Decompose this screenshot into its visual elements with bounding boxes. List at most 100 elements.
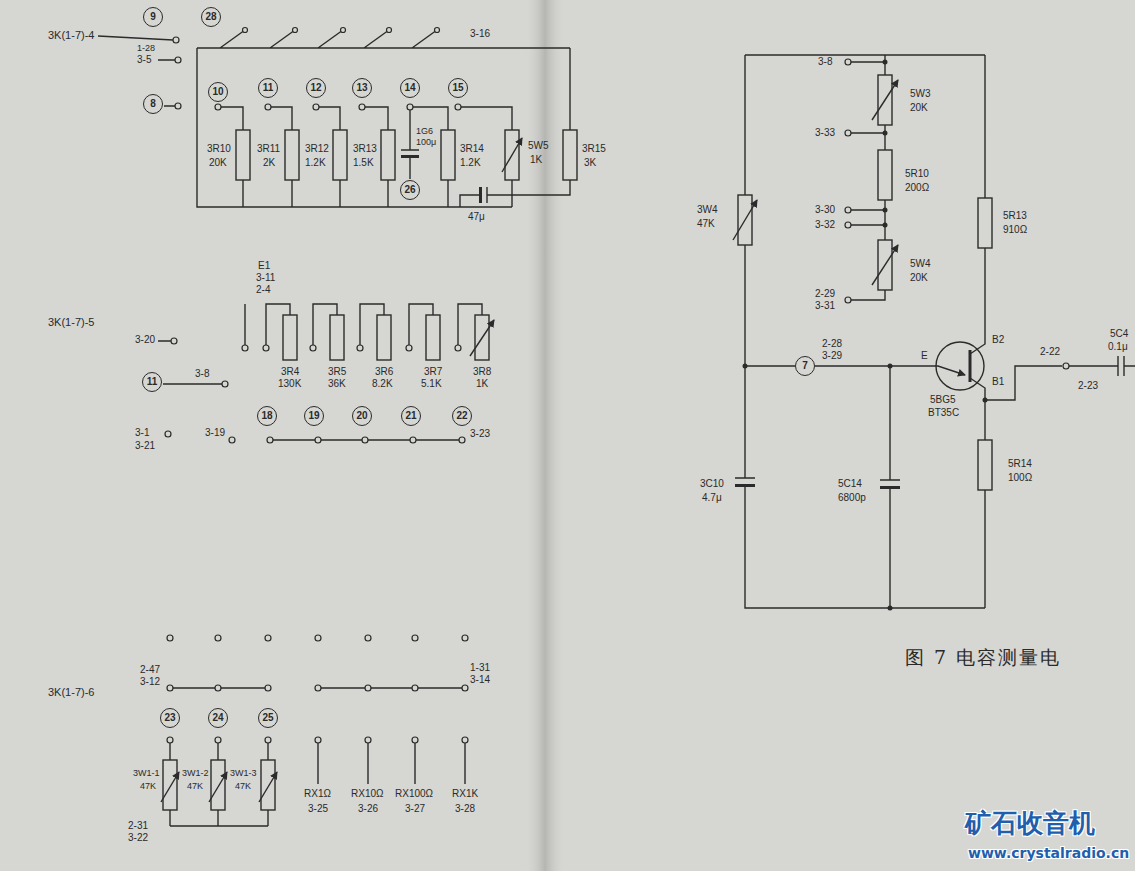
part-label: B2: [992, 334, 1004, 346]
part-label: 1G6: [416, 126, 433, 137]
callout-circle: 8: [143, 94, 163, 114]
part-label: E1: [258, 260, 270, 272]
callout-number: 12: [310, 83, 321, 93]
part-label: 4.7μ: [702, 492, 722, 504]
part-label: 2-47: [140, 664, 160, 676]
part-label: 3-20: [135, 334, 155, 346]
part-label: 3-23: [470, 428, 490, 440]
callout-circle: 9: [143, 7, 163, 27]
part-label: 3-11: [256, 272, 275, 284]
part-label: 3K: [584, 157, 596, 169]
callout-circle: 28: [201, 7, 221, 27]
callout-number: 24: [212, 713, 223, 723]
part-label: 2-29: [815, 288, 835, 300]
capacitor-plate: [401, 155, 419, 158]
part-label: 1.2K: [460, 157, 481, 169]
part-label: 3-32: [815, 219, 835, 231]
part-label: 3-8: [818, 56, 832, 68]
contact-dots: [167, 635, 468, 743]
callout-circle: 26: [400, 180, 420, 200]
switch-wiring: [158, 304, 482, 440]
callout-number: 18: [261, 411, 272, 421]
callout-number: 21: [405, 411, 416, 421]
part-label: 3-14: [470, 674, 490, 686]
part-label: 3-31: [815, 300, 835, 312]
callout-number: 25: [262, 713, 273, 723]
part-label: 3-26: [358, 803, 378, 815]
part-label: 3R12: [305, 143, 329, 155]
part-label: 5W3: [910, 88, 931, 100]
callout-number: 11: [263, 83, 274, 93]
part-label: 5.1K: [421, 378, 442, 390]
callout-number: 11: [147, 377, 158, 387]
contact-dots: [173, 28, 461, 111]
part-label: 47μ: [468, 211, 485, 223]
part-label: 20K: [209, 157, 227, 169]
part-label: 3-12: [140, 676, 160, 688]
part-label: 1K: [530, 154, 542, 166]
part-label: 3R15: [582, 143, 606, 155]
part-label: 3W1-2: [182, 768, 209, 779]
resistor-symbol: [163, 760, 275, 810]
resistor-symbol: [283, 315, 489, 360]
part-label: 2-22: [1040, 346, 1060, 358]
part-label: 47K: [697, 218, 715, 230]
part-label: 5W4: [910, 258, 931, 270]
watermark: 矿石收音机: [965, 808, 1095, 839]
part-label: 20K: [910, 272, 928, 284]
callout-number: 9: [150, 12, 156, 22]
capacitor-plate: [479, 187, 482, 203]
callout-number: 23: [164, 713, 175, 723]
part-label: 36K: [328, 378, 346, 390]
part-label: 3-1: [135, 427, 149, 439]
part-label: 3K(1-7)-6: [48, 686, 94, 699]
part-label: 3K(1-7)-5: [48, 316, 94, 329]
part-label: 3-19: [205, 427, 225, 439]
callout-number: 14: [404, 83, 415, 93]
callout-circle: 25: [258, 708, 278, 728]
part-label: 1.2K: [305, 157, 326, 169]
contact-dots: [165, 338, 465, 443]
part-label: 2K: [263, 157, 275, 169]
part-label: 8.2K: [372, 378, 393, 390]
part-label: 3R10: [207, 143, 231, 155]
part-label: 3-27: [405, 803, 425, 815]
part-label: 3-8: [195, 368, 209, 380]
callout-circle: 23: [160, 708, 180, 728]
part-label: 5R14: [1008, 458, 1032, 470]
part-label: 3R14: [460, 143, 484, 155]
part-label: 3C10: [700, 478, 724, 490]
part-label: 2-4: [256, 284, 270, 296]
contact-dots: [845, 59, 1069, 369]
part-label: 100μ: [416, 137, 436, 148]
resistor-symbol: [738, 75, 992, 490]
callout-number: 19: [308, 411, 319, 421]
part-label: 3R8: [473, 366, 491, 378]
callout-circle: 20: [352, 406, 372, 426]
callout-circle: 18: [257, 406, 277, 426]
part-label: 3-5: [137, 54, 151, 66]
callout-circle: 10: [208, 82, 228, 102]
part-label: 20K: [910, 102, 928, 114]
part-label: 3-16: [470, 28, 490, 40]
variable-arrow: [733, 80, 898, 285]
part-label: 2-28: [822, 338, 842, 350]
part-label: 5R13: [1003, 210, 1027, 222]
callout-number: 20: [356, 411, 367, 421]
part-label: 3-30: [815, 204, 835, 216]
part-label: 3R7: [424, 366, 442, 378]
callout-number: 13: [356, 83, 367, 93]
circuit-wiring: [735, 55, 1135, 608]
callout-circle: 11: [142, 372, 162, 392]
variable-arrow: [470, 320, 494, 356]
callout-circle: 22: [452, 406, 472, 426]
part-label: 3R11: [257, 143, 280, 155]
part-label: 100Ω: [1008, 472, 1032, 484]
part-label: RX1Ω: [304, 788, 331, 800]
part-label: 1K: [476, 378, 488, 390]
part-label: 5R10: [905, 168, 929, 180]
callout-number: 8: [150, 99, 156, 109]
